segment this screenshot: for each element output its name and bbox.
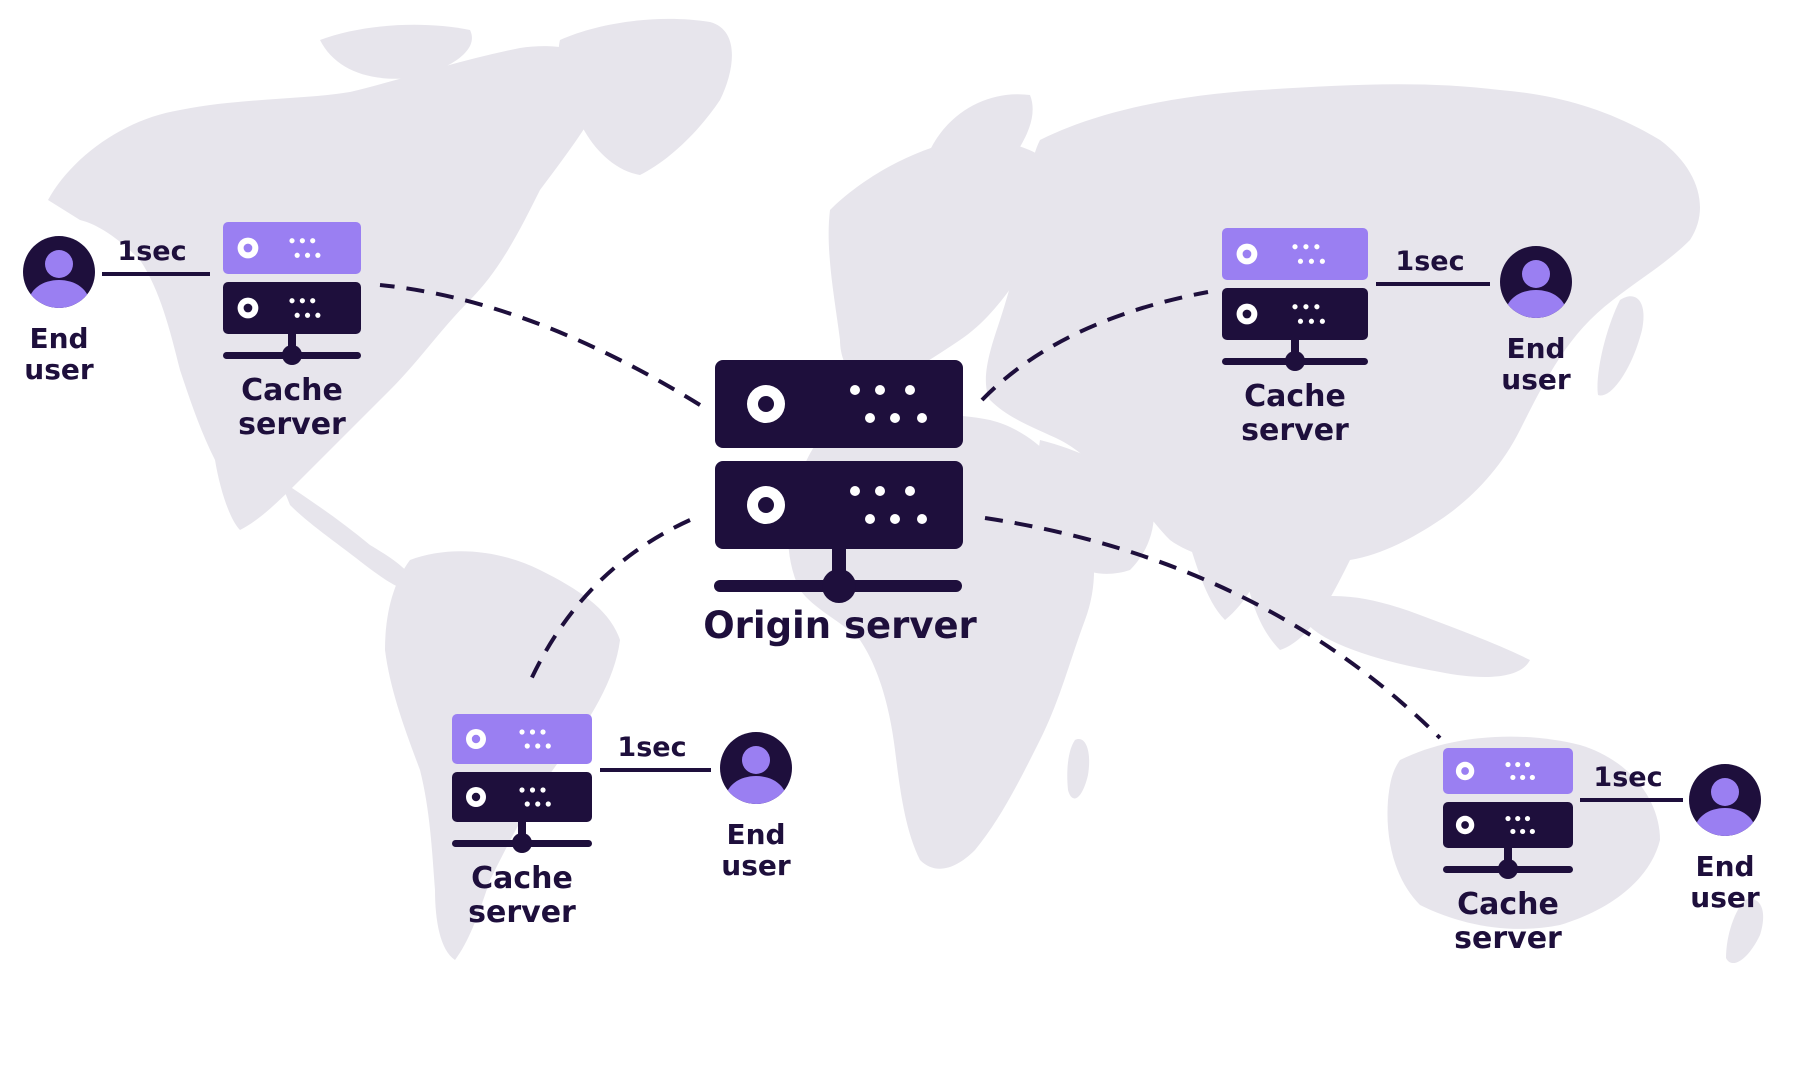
end-user-label: End <box>726 818 785 851</box>
cache-server-label: server <box>1241 413 1349 448</box>
cache-server-label: server <box>1454 921 1562 956</box>
arc-origin-oceania <box>984 516 1442 740</box>
continent-greenland <box>558 18 732 176</box>
arc-origin-north-america <box>379 283 702 407</box>
cache-server-label: Cache <box>1457 887 1559 922</box>
cache-server-top-unit <box>223 222 361 274</box>
end-user-label: user <box>721 849 791 882</box>
user-avatar-icon <box>720 732 792 804</box>
island-madagascar <box>1067 739 1090 799</box>
region-southeast-asia <box>1299 595 1530 677</box>
region-arctic-islands <box>320 24 472 79</box>
cache-server-top-unit <box>452 714 592 764</box>
cache-server-label: Cache <box>241 373 343 408</box>
sites: Cacheserver1secEnduserCacheserver1secEnd… <box>23 222 1761 956</box>
user-avatar-icon <box>1689 764 1761 836</box>
latency-label: 1sec <box>1593 762 1662 793</box>
user-avatar-icon <box>23 236 95 308</box>
island-new-zealand <box>1726 899 1764 964</box>
origin-server-label: Origin server <box>703 604 977 647</box>
cache-server-top-unit <box>1222 228 1368 280</box>
latency-label: 1sec <box>617 732 686 763</box>
cache-server-bottom-unit <box>223 282 361 334</box>
end-user-label: user <box>1501 363 1571 396</box>
origin-server: Origin server <box>703 360 978 647</box>
end-user-label: user <box>1690 881 1760 914</box>
island-uk <box>850 221 882 265</box>
region-india <box>1180 470 1275 620</box>
continent-scandinavia <box>930 94 1033 194</box>
cache-server-label: Cache <box>471 861 573 896</box>
continent-asia <box>985 84 1700 650</box>
end-user-label: End <box>29 322 88 355</box>
world-map <box>48 18 1764 964</box>
cache-server-label: server <box>468 895 576 930</box>
cache-server-bottom-unit <box>1443 802 1573 848</box>
end-user-label: End <box>1506 332 1565 365</box>
cache-server-bottom-unit <box>1222 288 1368 340</box>
cache-server-icon <box>223 222 361 365</box>
connection-arcs <box>379 283 1442 740</box>
cache-server-top-unit <box>1443 748 1573 794</box>
island-japan <box>1597 296 1644 396</box>
latency-label: 1sec <box>1395 246 1464 277</box>
end-user-label: End <box>1695 850 1754 883</box>
cache-server-label: server <box>238 407 346 442</box>
cache-server-icon <box>1443 748 1573 879</box>
latency-label: 1sec <box>117 236 186 267</box>
continent-central-america <box>280 480 420 591</box>
arc-origin-asia <box>980 290 1209 402</box>
cache-server-label: Cache <box>1244 379 1346 414</box>
end-user-label: user <box>24 353 94 386</box>
cache-server-bottom-unit <box>452 772 592 822</box>
cache-server-icon <box>452 714 592 853</box>
continent-europe <box>828 139 1063 390</box>
cache-server-icon <box>1222 228 1368 371</box>
origin-server-icon <box>714 360 963 603</box>
user-avatar-icon <box>1500 246 1572 318</box>
